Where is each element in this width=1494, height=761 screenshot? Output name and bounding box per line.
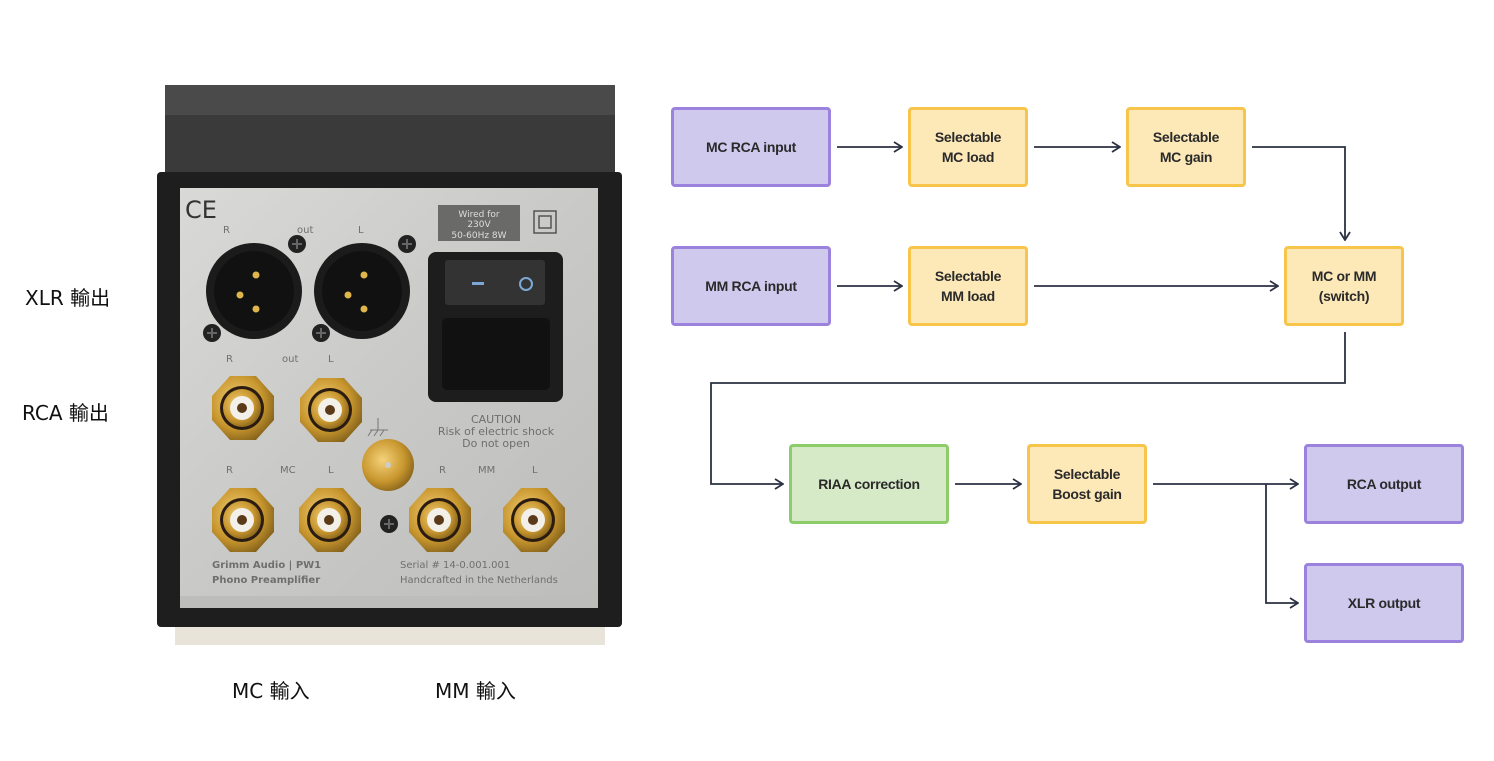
box-label: Boost gain	[1052, 486, 1122, 502]
riaa-correction-box: RIAA correction	[789, 444, 949, 524]
xlr-output-label: XLR 輸出	[25, 286, 111, 310]
svg-text:MM: MM	[478, 465, 495, 476]
svg-text:Phono Preamplifier: Phono Preamplifier	[212, 575, 320, 586]
mc-rca-input-box: MC RCA input	[671, 107, 831, 187]
box-label: MC or MM	[1311, 268, 1377, 284]
mc-input-label: MC 輸入	[232, 679, 310, 703]
box-label: MM RCA input	[705, 278, 797, 294]
arrow-boost-to-xlr-output	[1265, 484, 1298, 603]
xlr-output-box: XLR output	[1304, 563, 1464, 643]
mc-or-mm-switch-box: MC or MM (switch)	[1284, 246, 1404, 326]
box-label: MC RCA input	[706, 139, 796, 155]
box-label: Selectable	[1053, 466, 1121, 482]
svg-text:Grimm Audio | PW1: Grimm Audio | PW1	[212, 560, 321, 571]
svg-text:L: L	[358, 225, 364, 236]
box-label: MM load	[941, 288, 995, 304]
svg-text:R: R	[226, 354, 233, 365]
selectable-mm-load-box: Selectable MM load	[908, 246, 1028, 326]
svg-text:L: L	[328, 354, 334, 365]
svg-text:230V: 230V	[467, 220, 491, 230]
box-label: MC load	[941, 149, 995, 165]
svg-text:L: L	[532, 465, 538, 476]
box-label: RIAA correction	[818, 476, 920, 492]
device-rear-photo: CE R out L Wired for 230V 50-60Hz 8W CAU…	[157, 85, 622, 645]
box-label: Selectable	[934, 129, 1002, 145]
svg-text:Serial # 14-0.001.001: Serial # 14-0.001.001	[400, 560, 510, 571]
svg-text:Handcrafted in the Netherlands: Handcrafted in the Netherlands	[400, 575, 558, 586]
svg-text:50-60Hz 8W: 50-60Hz 8W	[451, 231, 506, 241]
svg-text:R: R	[226, 465, 233, 476]
selectable-mc-load-box: Selectable MC load	[908, 107, 1028, 187]
box-label: (switch)	[1318, 288, 1370, 304]
svg-text:L: L	[328, 465, 334, 476]
svg-text:CE: CE	[185, 196, 217, 224]
mm-input-label: MM 輸入	[435, 679, 516, 703]
box-label: XLR output	[1347, 595, 1421, 611]
arrow-switch-to-riaa	[710, 332, 1346, 484]
svg-text:R: R	[223, 225, 230, 236]
svg-text:Do not open: Do not open	[462, 437, 530, 450]
box-label: RCA output	[1346, 476, 1422, 492]
rca-output-label: RCA 輸出	[22, 401, 109, 425]
box-label: Selectable	[1152, 129, 1220, 145]
rca-output-box: RCA output	[1304, 444, 1464, 524]
selectable-mc-gain-box: Selectable MC gain	[1126, 107, 1246, 187]
box-label: MC gain	[1159, 149, 1213, 165]
svg-text:MC: MC	[280, 465, 296, 476]
mm-rca-input-box: MM RCA input	[671, 246, 831, 326]
svg-text:R: R	[439, 465, 446, 476]
box-label: Selectable	[934, 268, 1002, 284]
svg-text:out: out	[282, 354, 298, 365]
arrow-mc-gain-to-switch	[1252, 146, 1345, 240]
svg-text:out: out	[297, 225, 313, 236]
svg-text:Risk of electric shock: Risk of electric shock	[438, 425, 555, 438]
svg-text:Wired for: Wired for	[458, 210, 499, 220]
svg-text:CAUTION: CAUTION	[471, 413, 521, 426]
